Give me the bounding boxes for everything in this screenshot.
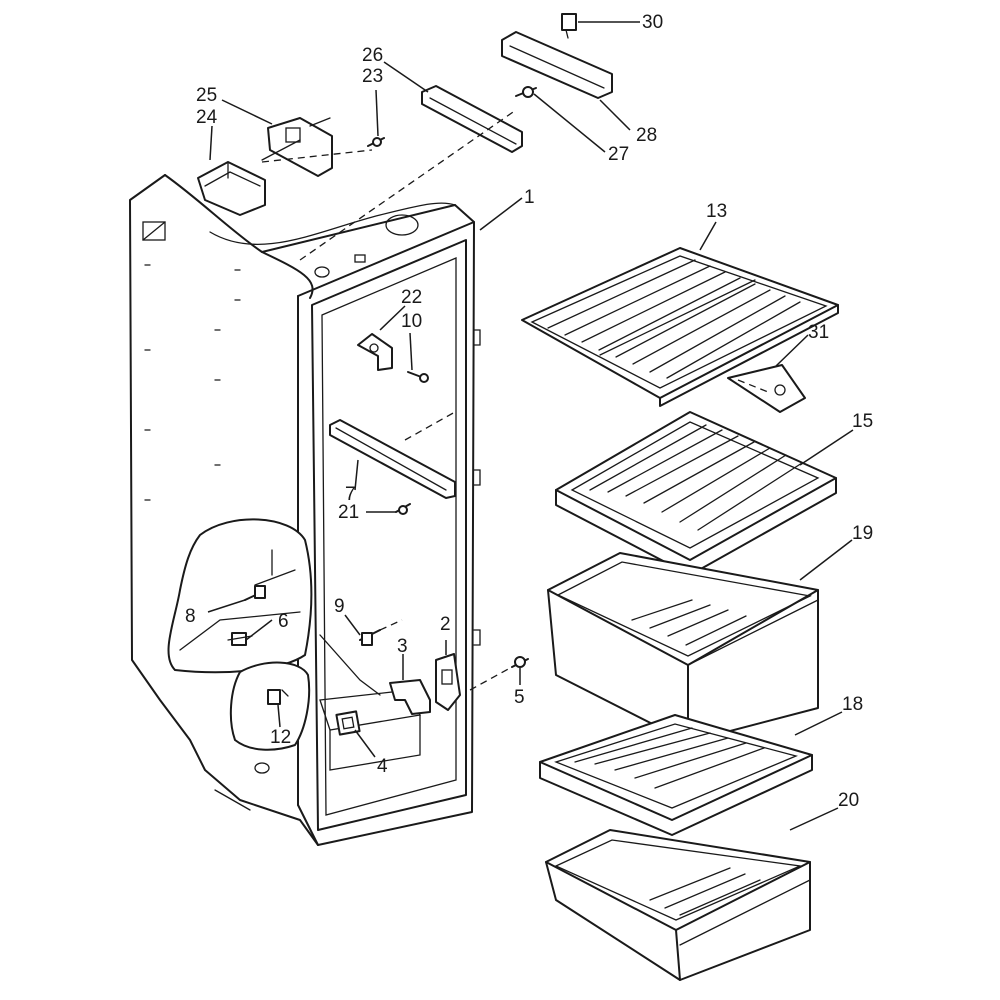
part-27-screw [515, 86, 537, 98]
part-10-screw [407, 371, 429, 383]
callout-9: 9 [334, 596, 345, 617]
callout-25: 25 [196, 85, 217, 106]
part-7-rail [329, 411, 456, 499]
part-28-rail [501, 31, 613, 99]
cutaway-upper [167, 518, 313, 674]
callout-12: 12 [270, 727, 291, 748]
part-22-bracket [357, 333, 393, 371]
callout-18: 18 [842, 694, 863, 715]
callout-1: 1 [524, 187, 535, 208]
callout-4: 4 [377, 756, 388, 777]
part-30-clip [561, 13, 577, 39]
part-3-bracket [389, 679, 431, 715]
part-31-cover [727, 364, 806, 413]
part-5-screw [469, 656, 529, 691]
callout-23: 23 [362, 66, 383, 87]
callout-19: 19 [852, 523, 873, 544]
callout-24: 24 [196, 107, 218, 128]
callout-labels: 1 2 3 4 5 6 7 8 9 10 12 13 15 18 19 20 2… [185, 12, 873, 811]
callout-31: 31 [808, 322, 829, 343]
callout-27: 27 [608, 144, 629, 165]
callout-10: 10 [401, 311, 422, 332]
callout-22: 22 [401, 287, 422, 308]
part-2-bracket [435, 653, 461, 711]
part-26-rail [421, 85, 523, 153]
part-19-crisper-drawer [547, 552, 819, 743]
callout-7: 7 [345, 484, 356, 505]
callout-3: 3 [397, 636, 408, 657]
cutaway-lower [229, 661, 311, 751]
callout-6: 6 [278, 611, 289, 632]
callout-5: 5 [514, 687, 525, 708]
part-20-meat-drawer [545, 829, 811, 981]
part-12-fitting [267, 689, 289, 705]
part-23-screw [367, 137, 385, 147]
callout-21: 21 [338, 502, 359, 523]
part-15-glass-shelf [555, 411, 837, 576]
callout-15: 15 [852, 411, 873, 432]
part-13-wire-shelf [521, 247, 839, 407]
callout-2: 2 [440, 614, 451, 635]
callout-30: 30 [642, 12, 663, 33]
callout-8: 8 [185, 606, 196, 627]
part-9-screw [359, 619, 403, 646]
part-25-bracket [261, 117, 333, 177]
leader-lines [207, 21, 854, 831]
callout-26: 26 [362, 45, 383, 66]
part-4-block [335, 710, 361, 736]
callout-20: 20 [838, 790, 859, 811]
callout-28: 28 [636, 125, 657, 146]
callout-13: 13 [706, 201, 727, 222]
part-21-screw [395, 503, 411, 515]
part-8-screw [244, 585, 266, 601]
part-18-glass-shelf [539, 714, 813, 836]
cabinet-liner [129, 174, 481, 846]
part-6-fitting [227, 632, 253, 646]
part-24-housing [197, 161, 266, 216]
